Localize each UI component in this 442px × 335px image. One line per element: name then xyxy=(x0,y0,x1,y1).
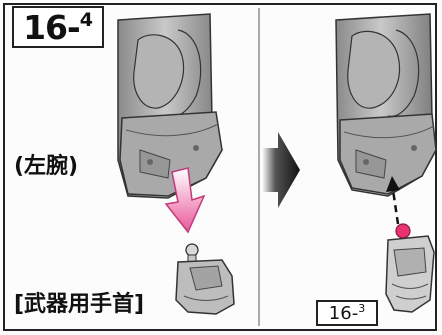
down-arrow-icon xyxy=(164,167,206,234)
right-forearm-part xyxy=(335,13,437,197)
right-arrow-icon xyxy=(262,132,300,208)
panel-divider xyxy=(258,8,260,326)
up-dashed-arrow-icon xyxy=(386,176,400,225)
left-forearm-part xyxy=(117,13,223,199)
reference-step-badge: 16-3 xyxy=(316,300,378,326)
weapon-hand-label: [武器用手首] xyxy=(14,292,145,317)
left-arm-label: (左腕) xyxy=(14,154,79,179)
ref-hand-part xyxy=(385,223,435,313)
step-number-main: 16- xyxy=(23,7,81,47)
panel-border xyxy=(3,3,437,331)
weapon-hand-part xyxy=(175,243,235,315)
step-number-badge: 16-4 xyxy=(12,6,104,48)
reference-step-sub: 3 xyxy=(358,301,366,315)
reference-step-main: 16- xyxy=(328,302,359,324)
step-number-sub: 4 xyxy=(79,9,93,31)
